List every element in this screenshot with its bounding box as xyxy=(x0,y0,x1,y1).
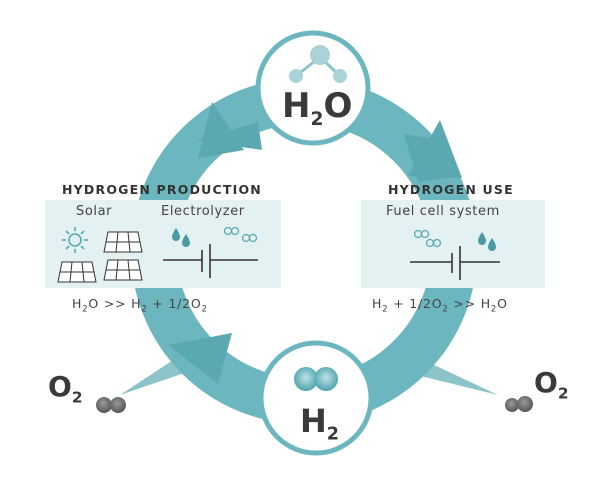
oxygen-label-right: O2 xyxy=(534,366,569,403)
hydrogen-formula: H2 xyxy=(300,402,340,445)
solar-label: Solar xyxy=(76,204,113,219)
sun-icon xyxy=(62,227,88,253)
oxygen-label-left: O2 xyxy=(48,370,83,407)
water-molecule-icon xyxy=(289,45,347,83)
water-drops-icon xyxy=(172,228,190,247)
arrow-head-top-left-tip xyxy=(198,102,244,158)
water-node xyxy=(255,30,371,146)
arrow-head-right-tip xyxy=(408,120,462,178)
oxygen-molecule-icon-left xyxy=(96,397,126,413)
use-equation: H2 + 1/2O2 >> H2O xyxy=(372,296,508,315)
use-icons xyxy=(410,229,500,280)
gas-bubbles-icon xyxy=(223,226,258,243)
electrolyzer-label: Electrolyzer xyxy=(161,204,245,219)
water-formula: H2O xyxy=(282,86,353,130)
fuel-cell-icon xyxy=(410,246,500,280)
gas-bubbles-icon xyxy=(413,229,442,248)
use-panel xyxy=(361,200,545,288)
hydrogen-node xyxy=(258,340,374,456)
hydrogen-molecule-icon xyxy=(294,367,338,391)
electrolyzer-cell-icon xyxy=(163,244,258,278)
production-title: HYDROGEN PRODUCTION xyxy=(62,182,262,197)
use-title: HYDROGEN USE xyxy=(388,182,514,197)
production-icons xyxy=(57,226,258,283)
solar-panel-icon xyxy=(57,231,143,283)
water-drops-icon xyxy=(478,232,496,251)
production-equation: H2O >> H2 + 1/2O2 xyxy=(72,296,208,315)
fuel-cell-label: Fuel cell system xyxy=(386,204,500,219)
oxygen-molecule-icon-right xyxy=(505,396,533,412)
arrow-head-bottom-left xyxy=(168,333,232,384)
